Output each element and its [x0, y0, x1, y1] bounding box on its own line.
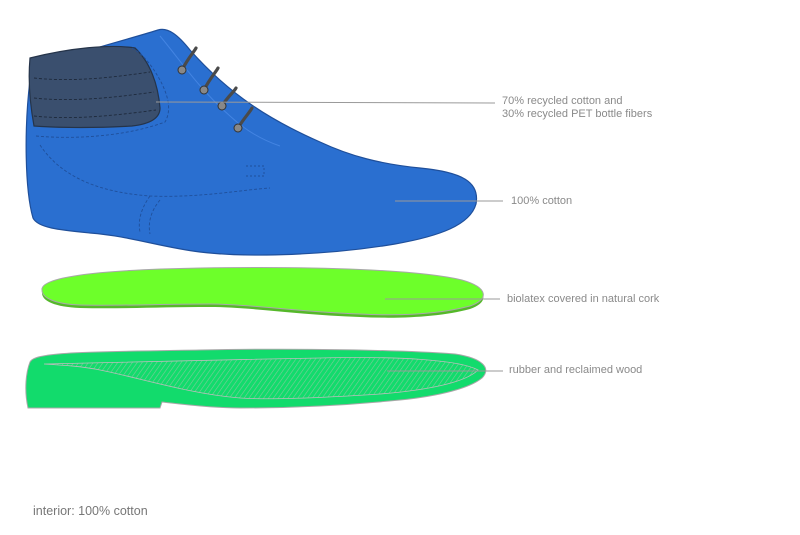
label-collar-line1: 70% recycled cotton and: [502, 95, 623, 107]
leader-lines: [155, 101, 503, 372]
eyelet-icon: [233, 123, 243, 133]
footer-note: interior: 100% cotton: [33, 504, 148, 518]
outsole: [25, 348, 487, 409]
eyelet-icon: [199, 85, 209, 95]
collar: [28, 45, 161, 129]
eyelets: [177, 65, 243, 133]
leader-collar: [155, 101, 496, 104]
outsole-hatch: [43, 357, 479, 400]
shoe-upper: [25, 28, 478, 256]
label-outsole: rubber and reclaimed wood: [509, 364, 643, 376]
label-insole: biolatex covered in natural cork: [507, 293, 660, 305]
eyelet-icon: [177, 65, 187, 75]
label-collar-line2: 30% recycled PET bottle fibers: [502, 108, 653, 120]
eyelet-icon: [217, 101, 227, 111]
label-upper: 100% cotton: [511, 195, 573, 207]
insole: [41, 267, 484, 318]
